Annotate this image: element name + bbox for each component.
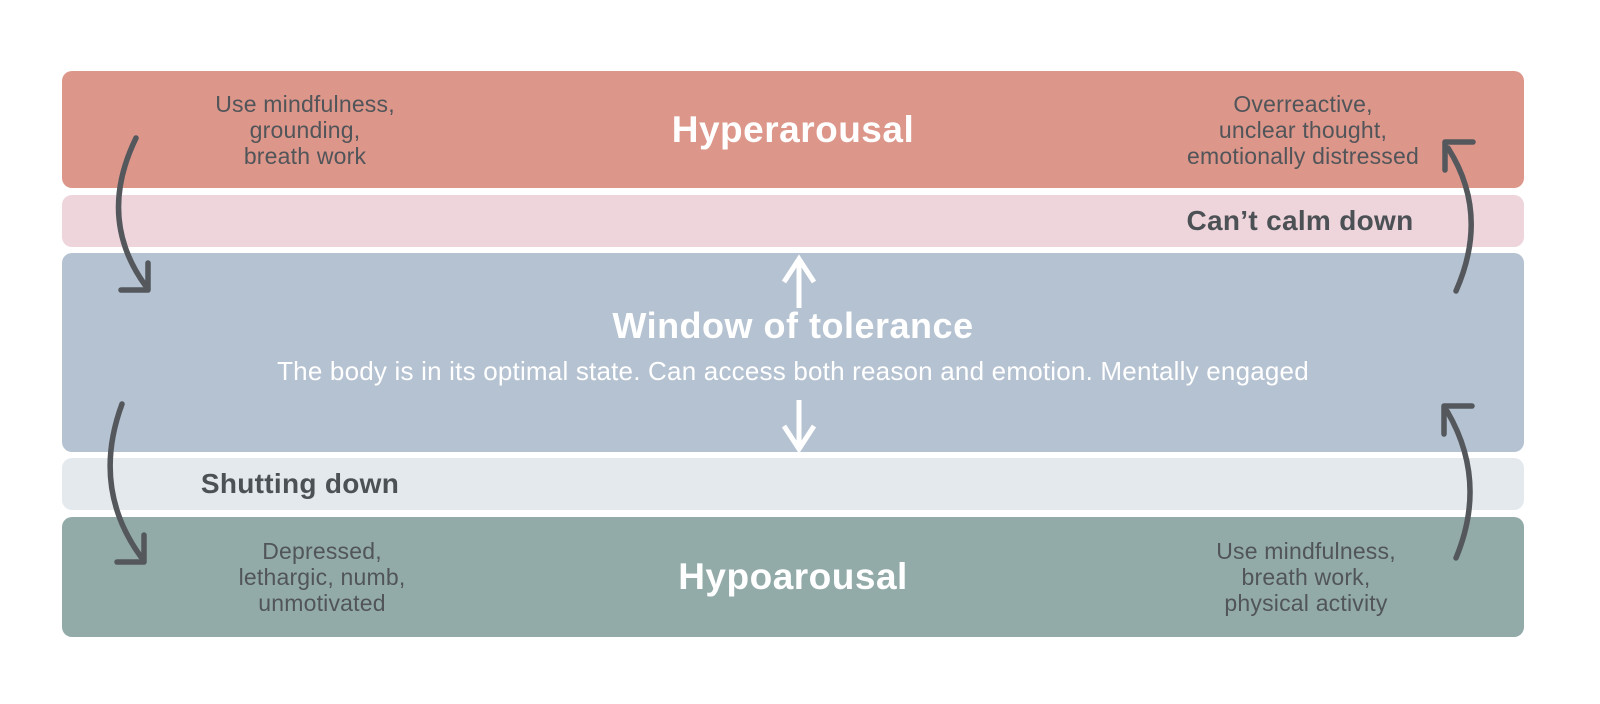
hyperarousal-title: Hyperarousal [671,108,915,150]
window-of-tolerance-subtitle: The body is in its optimal state. Can ac… [277,356,1309,386]
hyperarousal-left-note: Use mindfulness, grounding, breath work [215,90,395,169]
cant-calm-down-label: Can’t calm down [1186,205,1414,236]
hyperarousal-band: Use mindfulness, grounding, breath work … [62,71,1524,188]
cant-calm-down-band: Can’t calm down [62,195,1524,247]
window-of-tolerance-band: Window of tolerance The body is in its o… [62,253,1524,452]
shutting-down-label: Shutting down [200,468,400,499]
shutting-down-band: Shutting down [62,458,1524,510]
hypoarousal-title: Hypoarousal [678,556,908,597]
hypoarousal-band: Depressed, lethargic, numb, unmotivated … [62,517,1524,637]
hypoarousal-right-note: Use mindfulness, breath work, physical a… [1216,538,1396,616]
window-of-tolerance-title: Window of tolerance [612,305,974,346]
hypoarousal-left-note: Depressed, lethargic, numb, unmotivated [238,538,406,616]
hyperarousal-right-note: Overreactive, unclear thought, emotional… [1187,90,1419,169]
